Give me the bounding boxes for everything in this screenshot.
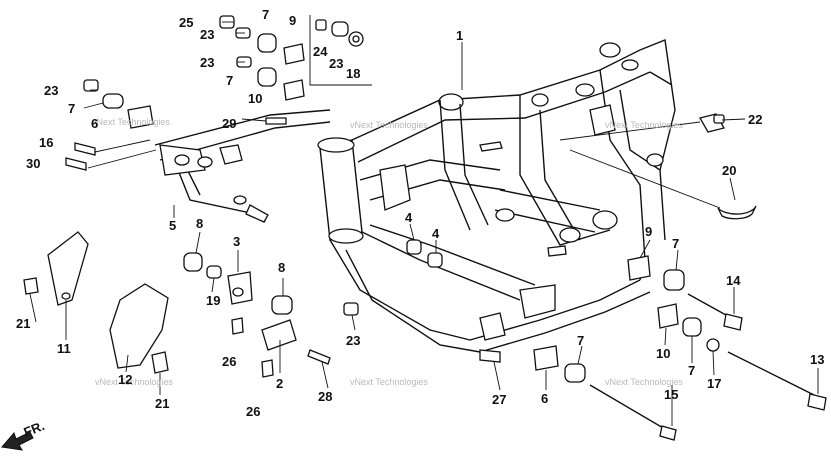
part-label-14: 14: [726, 273, 741, 288]
main-frame: [317, 39, 676, 353]
watermark-text: vNext Technologies: [350, 377, 428, 387]
part-label-7: 7: [672, 236, 679, 251]
direction-arrow-icon: [1, 431, 34, 451]
watermark-text: vNext Technologies: [92, 117, 170, 127]
direction-label: FR.: [22, 418, 47, 440]
watermarks: vNext Technologies vNext Technologies vN…: [92, 117, 683, 387]
part-label-27: 27: [492, 392, 506, 407]
part-labels: 1 2 3 4 4 5 6 6 7 7 7 7 7 7 7 8 8 9 9 10…: [16, 7, 824, 419]
part-label-23: 23: [44, 83, 58, 98]
part-label-21: 21: [16, 316, 30, 331]
part-label-23: 23: [200, 27, 214, 42]
part-label-7: 7: [226, 73, 233, 88]
part-label-12: 12: [118, 372, 132, 387]
part-label-23: 23: [200, 55, 214, 70]
part-label-8: 8: [278, 260, 285, 275]
watermark-text: vNext Technologies: [350, 120, 428, 130]
front-direction-indicator: FR.: [1, 418, 47, 451]
part-label-7: 7: [68, 101, 75, 116]
part-label-29: 29: [222, 116, 236, 131]
part-label-10: 10: [656, 346, 670, 361]
part-label-3: 3: [233, 234, 240, 249]
leader-lines: [29, 21, 819, 426]
part-label-17: 17: [707, 376, 721, 391]
part-label-16: 16: [39, 135, 53, 150]
part-label-26: 26: [246, 404, 260, 419]
watermark-text: vNext Technologies: [95, 377, 173, 387]
part-label-2: 2: [276, 376, 283, 391]
part-label-9: 9: [289, 13, 296, 28]
part-label-24: 24: [313, 44, 328, 59]
part-label-21: 21: [155, 396, 169, 411]
part-label-9: 9: [645, 224, 652, 239]
part-label-23: 23: [329, 56, 343, 71]
part-label-7: 7: [262, 7, 269, 22]
part-label-19: 19: [206, 293, 220, 308]
part-label-25: 25: [179, 15, 193, 30]
part-label-23: 23: [346, 333, 360, 348]
watermark-text: vNext Technologies: [605, 120, 683, 130]
part-label-4: 4: [405, 210, 413, 225]
watermark-text: vNext Technologies: [605, 377, 683, 387]
part-label-7: 7: [688, 363, 695, 378]
part-label-20: 20: [722, 163, 736, 178]
part-label-4: 4: [432, 226, 440, 241]
front-engine-bracket: [154, 109, 331, 223]
part-label-28: 28: [318, 389, 332, 404]
part-label-26: 26: [222, 354, 236, 369]
part-label-15: 15: [664, 387, 678, 402]
part-label-8: 8: [196, 216, 203, 231]
part-label-5: 5: [169, 218, 176, 233]
part-label-13: 13: [810, 352, 824, 367]
part-label-10: 10: [248, 91, 262, 106]
part-label-7: 7: [577, 333, 584, 348]
part-label-6: 6: [91, 116, 98, 131]
small-parts: [23, 15, 827, 441]
part-label-18: 18: [346, 66, 360, 81]
part-label-1: 1: [456, 28, 463, 43]
part-label-22: 22: [748, 112, 762, 127]
part-label-30: 30: [26, 156, 40, 171]
part-label-11: 11: [57, 341, 71, 356]
part-label-6: 6: [541, 391, 548, 406]
